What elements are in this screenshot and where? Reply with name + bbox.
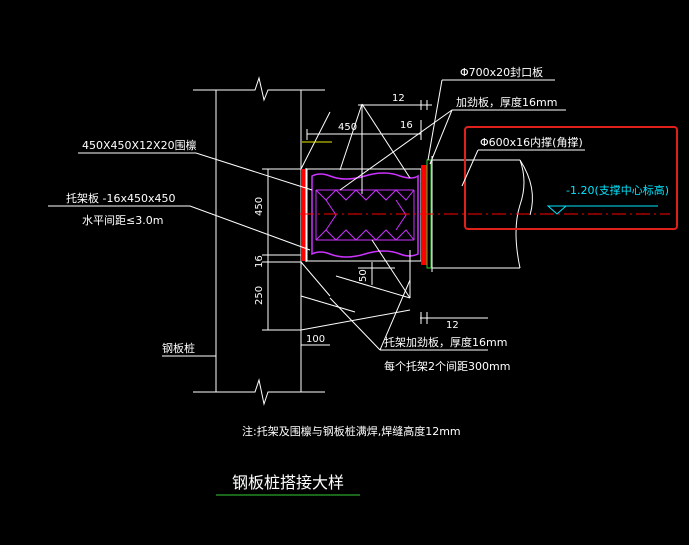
bracket-spacing-label: 水平间距≤3.0m	[82, 214, 163, 227]
dim-16-left: 16	[254, 255, 265, 268]
dim-450-top: 450	[338, 122, 357, 133]
note-text: 注:托架及围檩与钢板桩满焊,焊缝高度12mm	[242, 424, 461, 438]
dim-16-top: 16	[400, 120, 413, 131]
dim-250-left: 250	[254, 286, 265, 305]
bracket-plate	[301, 169, 307, 261]
dim-12-top: 12	[392, 93, 405, 104]
stiffener-label: 加劲板，厚度16mm	[456, 95, 557, 109]
dim-100-bottom: 100	[306, 334, 325, 345]
leader-lines	[48, 79, 585, 357]
elevation-label: -1.20(支撑中心标高)	[566, 183, 669, 197]
highlight-box	[464, 126, 678, 230]
closure-plate	[421, 165, 427, 265]
closure-plate-label: Φ700x20封口板	[460, 65, 543, 79]
bracket-stiffener-label: 托架加劲板，厚度16mm	[384, 335, 507, 349]
bracket-plate-label: 托架板 -16x450x450	[66, 191, 175, 205]
dim-50: 50	[358, 269, 369, 282]
stiffener-lines	[300, 111, 411, 331]
bracket-stiffener-spacing-label: 每个托架2个间距300mm	[384, 359, 510, 373]
drawing-title: 钢板桩搭接大样	[232, 473, 344, 492]
dim-450-left: 450	[254, 197, 265, 216]
dim-12-bottom: 12	[446, 320, 459, 331]
steel-pipe-label: Φ600x16内撑(角撑)	[480, 135, 583, 149]
waler-beam	[306, 168, 422, 262]
waler-label: 450X450X12X20围檩	[82, 138, 197, 152]
elevation-marker	[546, 205, 658, 215]
sheet-pile-label: 钢板桩	[162, 341, 195, 355]
dimension-lines	[262, 100, 488, 350]
steel-pipe-strut	[432, 159, 533, 269]
